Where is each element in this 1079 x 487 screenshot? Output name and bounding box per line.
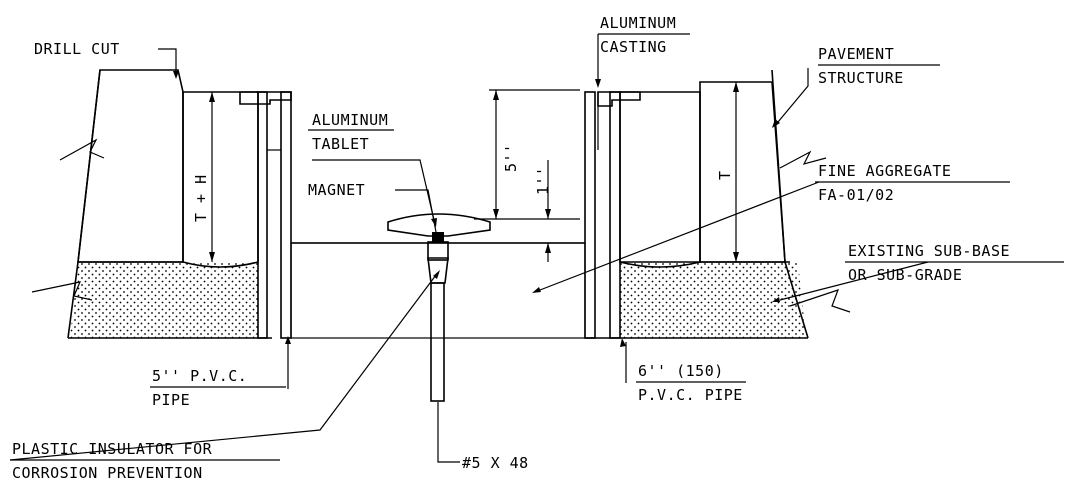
label-insulator-line1: PLASTIC INSULATOR FOR — [12, 440, 213, 458]
label-aluminum-casting-line1: ALUMINUM — [600, 14, 676, 32]
label-fine-aggregate-line2: FA-01/02 — [818, 186, 894, 204]
label-rebar: #5 X 48 — [462, 454, 529, 472]
label-pvc6-line2: P.V.C. PIPE — [638, 386, 743, 404]
label-magnet: MAGNET — [308, 181, 365, 199]
label-pavement-line2: STRUCTURE — [818, 69, 904, 87]
leader-lines — [9, 33, 1064, 463]
label-aluminum-casting-line2: CASTING — [600, 38, 667, 56]
label-pvc5-line1: 5'' P.V.C. — [152, 367, 247, 385]
dimensions: T + H 5'' 1'' T — [192, 82, 739, 262]
dim-t-plus-h: T + H — [192, 174, 210, 222]
label-fine-aggregate-line1: FINE AGGREGATE — [818, 162, 951, 180]
label-subbase-line1: EXISTING SUB-BASE — [848, 242, 1010, 260]
dim-5-inch: 5'' — [502, 143, 520, 172]
dim-1-inch: 1'' — [534, 166, 552, 195]
label-aluminum-tablet-line2: TABLET — [312, 135, 369, 153]
label-pavement-line1: PAVEMENT — [818, 45, 894, 63]
rebar-rod — [430, 282, 445, 402]
magnet-block — [432, 232, 444, 243]
labels: DRILL CUT ALUMINUM CASTING PAVEMENT STRU… — [12, 14, 1010, 482]
plastic-insulator — [427, 257, 449, 284]
label-pvc6-line1: 6'' (150) — [638, 362, 724, 380]
label-drill-cut: DRILL CUT — [34, 40, 120, 58]
left-pavement-section — [31, 69, 292, 339]
right-pavement-section — [584, 69, 851, 339]
dim-t: T — [716, 170, 734, 180]
aluminum-tablet — [387, 213, 491, 237]
label-pvc5-line2: PIPE — [152, 391, 190, 409]
label-subbase-line2: OR SUB-GRADE — [848, 266, 962, 284]
center-fine-aggregate — [290, 213, 586, 402]
label-insulator-line2: CORROSION PREVENTION — [12, 464, 203, 482]
label-aluminum-tablet-line1: ALUMINUM — [312, 111, 388, 129]
